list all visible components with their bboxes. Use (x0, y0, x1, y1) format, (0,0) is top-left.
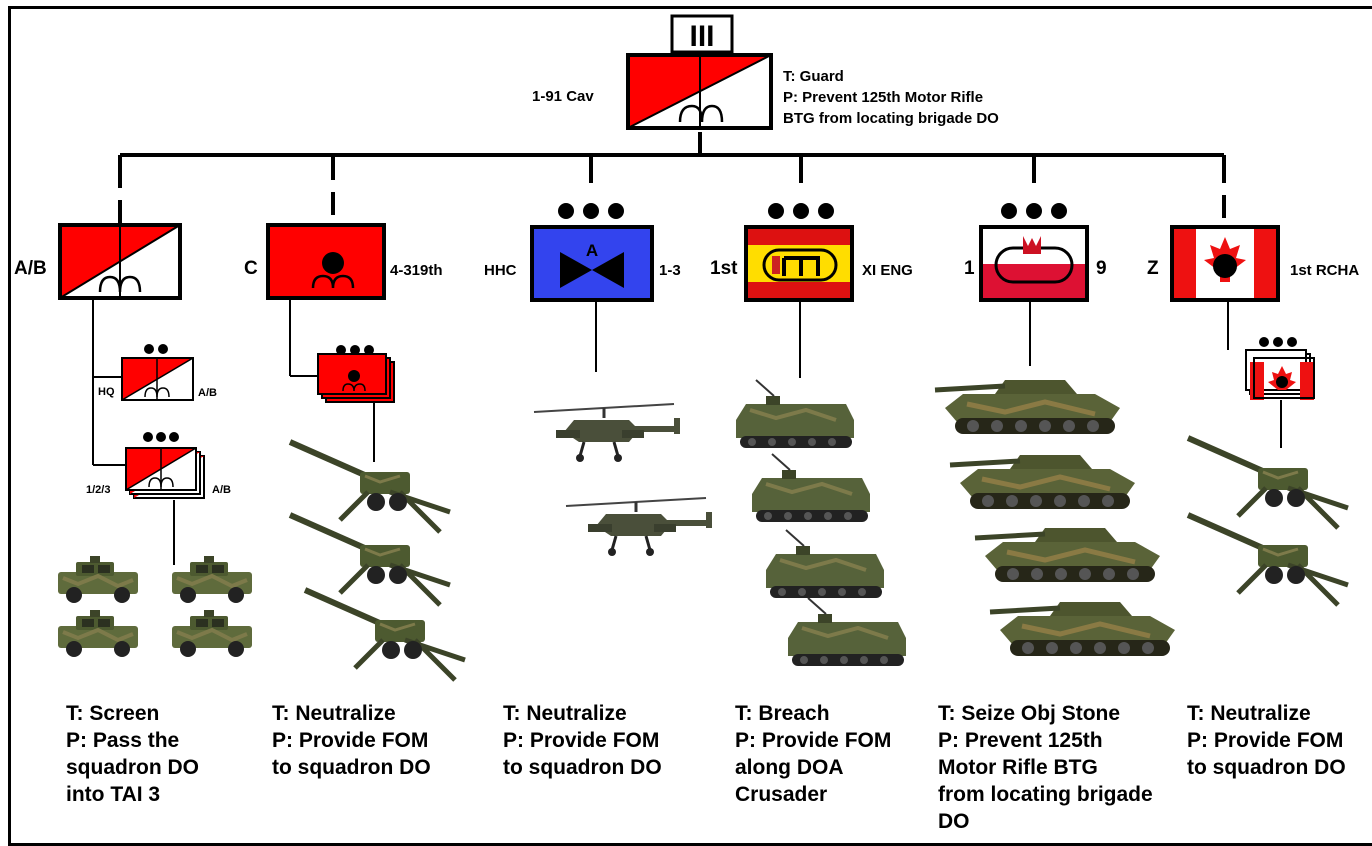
unit-symbol-artillery-canada[interactable] (1170, 225, 1280, 302)
unit-left-label: C (244, 258, 258, 279)
unit-right-label: 4-319th (390, 262, 443, 279)
sub-unit-left-label: 1/2/3 (86, 484, 111, 496)
tank-icon (935, 380, 1175, 656)
task-purpose-c: T: Neutralize P: Provide FOM to squadron… (272, 700, 431, 781)
sub-unit-left-label: HQ (98, 386, 115, 398)
unit-right-label: 9 (1096, 258, 1107, 279)
sub-unit-right-label: A/B (212, 484, 231, 496)
task-line: T: Neutralize (1187, 702, 1311, 725)
task-line: into TAI 3 (66, 783, 161, 806)
howitzer-icon (1188, 438, 1348, 605)
hq-task: T: Guard (783, 68, 844, 85)
hq-echelon-label: III (689, 20, 714, 53)
task-purpose-rcha: T: Neutralize P: Provide FOM to squadron… (1187, 700, 1346, 781)
task-line: Crusader (735, 783, 828, 806)
task-line: P: Provide FOM (503, 729, 660, 752)
hq-unit-symbol[interactable]: III (626, 14, 773, 130)
hq-purpose-line: P: Prevent 125th Motor Rifle (783, 89, 984, 106)
hq-designation: 1-91 Cav (532, 88, 594, 105)
hq-task-purpose: T: Guard P: Prevent 125th Motor Rifle BT… (783, 66, 999, 129)
hq-purpose-line: BTG from locating brigade DO (783, 110, 999, 127)
task-line: DO (938, 810, 970, 833)
connector-lines (118, 132, 1226, 223)
task-line: P: Pass the (66, 729, 180, 752)
task-line: Motor Rifle BTG (938, 756, 1098, 779)
task-line: T: Screen (66, 702, 160, 725)
task-line: T: Neutralize (272, 702, 396, 725)
task-line: to squadron DO (503, 756, 662, 779)
unit-left-label: 1 (964, 258, 975, 279)
apc-icon (734, 378, 908, 668)
task-line: P: Provide FOM (1187, 729, 1344, 752)
task-line: squadron DO (66, 756, 200, 779)
unit-right-label: 1st RCHA (1290, 262, 1360, 279)
task-line: to squadron DO (1187, 756, 1346, 779)
unit-symbol-hhc-aviation[interactable]: A (530, 203, 654, 302)
unit-symbol-c-battery[interactable] (266, 223, 386, 300)
task-line: from locating brigade (938, 783, 1153, 806)
unit-right-label: XI ENG (862, 262, 913, 279)
task-line: T: Seize Obj Stone (938, 702, 1121, 725)
task-line: P: Provide FOM (272, 729, 429, 752)
unit-left-label: A/B (14, 258, 47, 279)
sub-unit-z-platoons[interactable] (1245, 337, 1315, 400)
sub-unit-c-platoons[interactable] (317, 345, 395, 403)
sub-unit-hq-platoon[interactable] (121, 344, 194, 401)
task-line: P: Prevent 125th (938, 729, 1103, 752)
sub-connector-lines (92, 298, 1282, 565)
unit-symbol-armor-poland[interactable] (979, 203, 1089, 302)
humvee-icon (56, 554, 254, 659)
unit-symbol-engineer-spain[interactable] (744, 203, 854, 302)
unit-right-label: 1-3 (659, 262, 681, 279)
task-line: T: Breach (735, 702, 830, 725)
task-line: to squadron DO (272, 756, 431, 779)
sub-unit-platoons-1-2-3[interactable] (125, 432, 205, 499)
task-purpose-hhc: T: Neutralize P: Provide FOM to squadron… (503, 700, 662, 781)
task-purpose-ab: T: Screen P: Pass the squadron DO into T… (66, 700, 199, 808)
helicopter-icon (532, 402, 714, 558)
task-purpose-armor: T: Seize Obj Stone P: Prevent 125th Moto… (938, 700, 1153, 835)
task-purpose-eng: T: Breach P: Provide FOM along DOA Crusa… (735, 700, 891, 808)
unit-left-label: Z (1147, 258, 1159, 279)
sub-unit-right-label: A/B (198, 387, 217, 399)
task-line: P: Provide FOM (735, 729, 892, 752)
aviation-symbol-letter: A (586, 241, 598, 260)
task-line: T: Neutralize (503, 702, 627, 725)
unit-symbol-ab-troop[interactable] (58, 223, 182, 300)
task-line: along DOA (735, 756, 844, 779)
unit-left-label: HHC (484, 262, 517, 279)
howitzer-icon (290, 442, 465, 680)
unit-left-label: 1st (710, 258, 738, 279)
